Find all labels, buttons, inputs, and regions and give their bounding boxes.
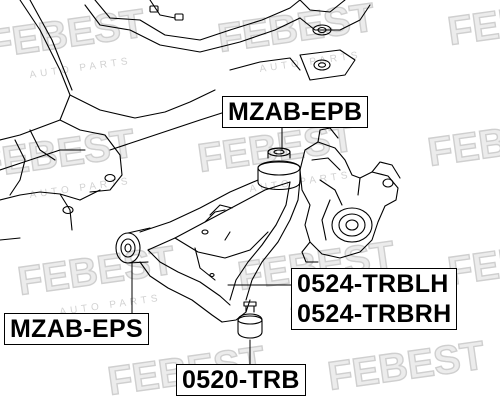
callout-part-number-right: 0524-TRBRH (297, 300, 452, 328)
callout-part-number: MZAB-EPB (228, 98, 363, 126)
callout-leaders (131, 127, 292, 365)
callout-part-number: 0520-TRB (182, 366, 300, 394)
callout-mzab-epb: MZAB-EPB (222, 96, 369, 128)
front-bushing-eps (115, 227, 151, 264)
subframe-crossmember (0, 0, 371, 241)
callout-part-number: MZAB-EPS (10, 315, 143, 343)
callout-mzab-eps: MZAB-EPS (4, 313, 149, 345)
callout-0524-trblh-trbrh: 0524-TRBLH 0524-TRBRH (291, 268, 458, 330)
steering-knuckle (299, 127, 401, 263)
lower-control-arm (139, 179, 301, 323)
callout-0520-trb: 0520-TRB (176, 364, 306, 396)
callout-part-number-left: 0524-TRBLH (297, 270, 449, 298)
ball-joint-trb (237, 301, 263, 339)
rear-bushing-epb (257, 147, 301, 191)
